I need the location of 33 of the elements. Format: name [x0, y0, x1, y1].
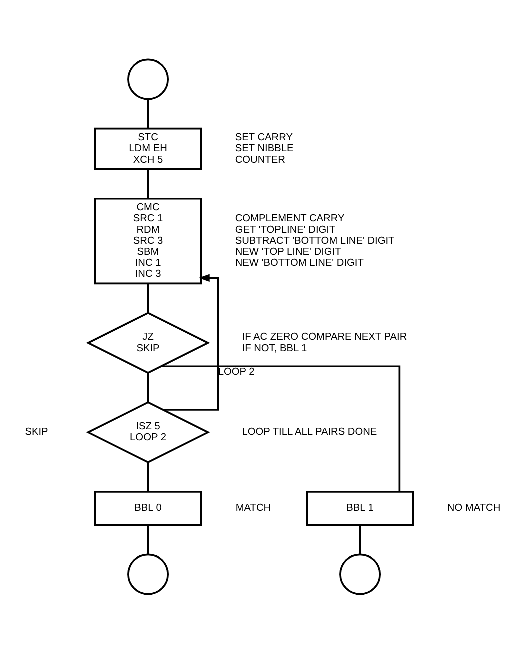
- node-box: CMC SRC 1 RDM SRC 3 SBM INC 1 INC 3: [94, 198, 202, 285]
- node-diamond: ISZ 5 LOOP 2: [86, 402, 210, 464]
- node-label: MATCH: [236, 503, 272, 514]
- label: SKIP: [25, 427, 48, 438]
- node-circle: [128, 58, 170, 100]
- node-label: COMPLEMENT CARRY: [235, 214, 345, 225]
- node-label: IF AC ZERO COMPARE NEXT PAIR: [242, 332, 408, 344]
- node-label: LOOP TILL ALL PAIRS DONE: [242, 427, 378, 438]
- connector: [359, 525, 362, 555]
- connector: [147, 284, 150, 314]
- node-label: GET 'TOPLINE' DIGIT: [235, 224, 336, 236]
- edge-label: LOOP 2: [218, 367, 255, 378]
- connector: [161, 366, 401, 492]
- node-circle: [128, 554, 170, 596]
- node-label: SET NIBBLE: [235, 144, 294, 155]
- connector: [147, 462, 150, 492]
- connector: [147, 525, 150, 555]
- node-diamond: JZ SKIP: [86, 312, 210, 374]
- node-label: SET CARRY: [235, 132, 293, 144]
- node-label: NO MATCH: [447, 503, 501, 514]
- node-label: SUBTRACT 'BOTTOM LINE' DIGIT: [235, 236, 395, 247]
- node-label: NEW 'BOTTOM LINE' DIGIT: [235, 258, 364, 269]
- connector: [147, 170, 150, 199]
- node-circle: [340, 554, 382, 596]
- node-box: STC LDM EH XCH 5: [94, 128, 202, 170]
- node-label: IF NOT, BBL 1: [242, 343, 308, 354]
- node-label: NEW 'TOP LINE' DIGIT: [235, 246, 342, 258]
- node-label: COUNTER: [235, 154, 286, 166]
- connector: [147, 373, 150, 402]
- node-box: BBL 1: [306, 491, 414, 526]
- arrow: [163, 274, 220, 411]
- connector: [147, 100, 150, 129]
- node-box: BBL 0: [94, 491, 202, 526]
